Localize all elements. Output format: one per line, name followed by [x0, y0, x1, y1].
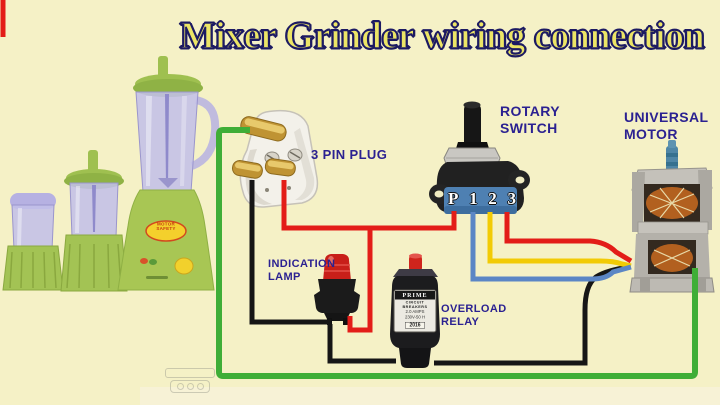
switch-position-1: 1 [469, 189, 478, 208]
relay-sticker-type2: BREAKERS [402, 304, 428, 309]
switch-position-p: P [448, 189, 459, 208]
universal-motor-photo [629, 140, 715, 293]
bottom-strip [140, 387, 720, 405]
switch-position-labels: P 1 2 3 [448, 189, 516, 209]
watermark [163, 366, 219, 398]
page-title: Mixer Grinder wiring connection [179, 14, 706, 58]
lamp-label-line1: INDICATION [268, 258, 336, 270]
motor-label-line2: MOTOR [624, 125, 678, 142]
plug-label: 3 PIN PLUG [311, 147, 388, 162]
relay-sticker-brand: PRIME [395, 291, 435, 300]
three-pin-plug-photo [231, 109, 319, 208]
earth-pin [240, 116, 287, 142]
relay-sticker-volts: 230V-50 H [404, 314, 426, 320]
neutral-pin [231, 159, 263, 179]
wire-speed1-switch-to-motor [470, 212, 632, 282]
wire-neutral-plug-to-lamp [249, 180, 331, 325]
relay-label-line2: RELAY [441, 315, 480, 328]
indication-lamp-photo [314, 254, 360, 325]
rotary-switch-label-line1: ROTARY [500, 103, 560, 119]
live-pin [264, 158, 296, 177]
rotary-switch-label: ROTARY SWITCH [500, 103, 560, 136]
mixer-grinder-photo [2, 56, 220, 292]
wire-earth [216, 127, 698, 379]
lamp-label-line2: LAMP [268, 270, 301, 283]
motor-label-line1: UNIVERSAL [624, 109, 709, 125]
rotary-switch-label-line2: SWITCH [500, 119, 558, 136]
mixer-badge-line2: SAFETY [156, 226, 176, 232]
wire-neutral-lamp-to-relay [327, 324, 396, 364]
switch-position-2: 2 [488, 189, 497, 208]
switch-position-3: 3 [507, 189, 517, 208]
wire-live-branch-to-lamp [347, 228, 373, 333]
rotary-switch-photo [429, 101, 530, 214]
relay-sticker-amps: 2.0 AMPS [405, 309, 425, 315]
relay-sticker-type1: CIRCUIT [405, 300, 425, 305]
wire-speed2-switch-to-motor [487, 212, 632, 269]
mixer-badge-line1: MOTOR [157, 222, 175, 227]
wire-speed3-switch-to-motor [504, 212, 633, 264]
relay-sticker-year: 2016 [404, 321, 426, 329]
mixer-safety-badge: MOTOR SAFETY [146, 222, 186, 241]
relay-label-line1: OVERLOAD [441, 303, 507, 315]
lamp-label: INDICATION LAMP [268, 258, 335, 284]
wires [0, 0, 698, 379]
relay-sticker: PRIME CIRCUIT BREAKERS 2.0 AMPS 230V-50 … [394, 290, 436, 332]
motor-label: UNIVERSAL MOTOR [624, 109, 709, 142]
relay-label: OVERLOAD RELAY [441, 303, 507, 329]
